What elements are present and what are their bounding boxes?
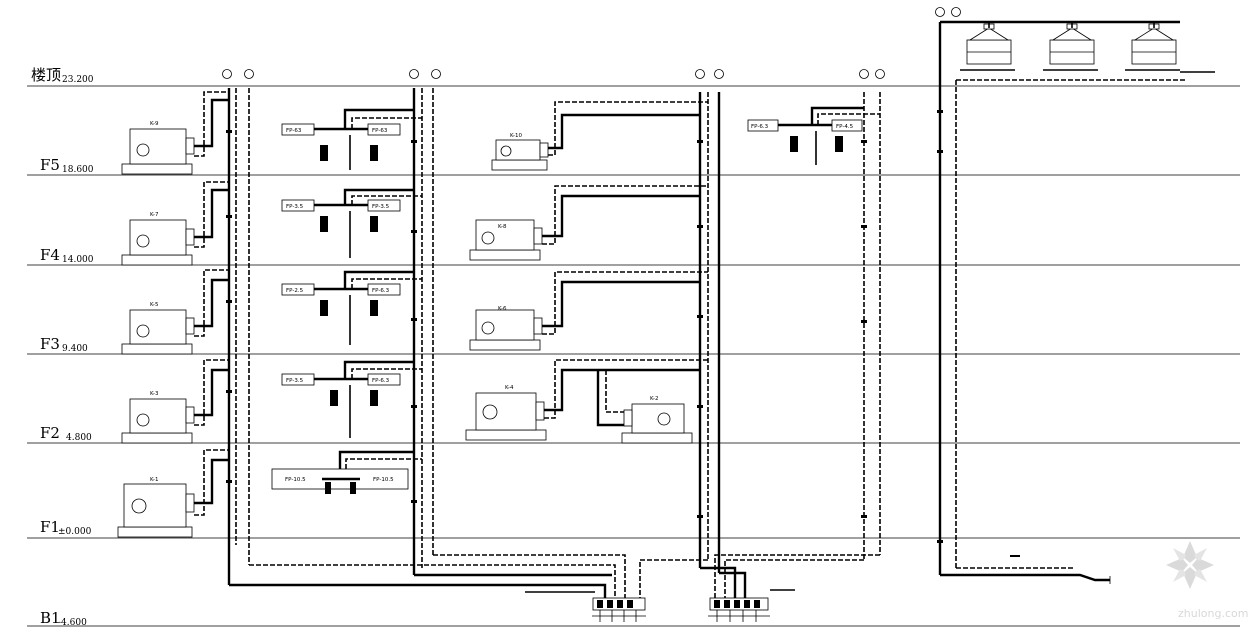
floor-label-f2: F2: [40, 424, 60, 442]
floor-label-f5: F5: [40, 156, 60, 174]
riser-symbol-icon: [409, 69, 441, 79]
floor-elevation-roof: 23.200: [62, 75, 94, 85]
ahu-label: K-6: [498, 306, 507, 312]
ahu-label: K-2: [650, 396, 659, 402]
fan-coil-label: FP-10.5: [285, 477, 306, 483]
fan-coil-pair: FP-63 FP-63: [281, 108, 422, 170]
ahu-label: K-8: [498, 224, 507, 230]
cooling-tower-2: [1043, 23, 1098, 71]
riser-valves: [226, 110, 1020, 557]
fan-coil-far-right: FP-6.3 FP-4.5: [747, 106, 880, 165]
floor-label-f1: F1: [40, 518, 60, 536]
floor-lines: [27, 85, 1240, 627]
fan-coil-pair: FP-3.5 FP-6.3: [281, 360, 422, 438]
ahu-unit: K-9: [121, 91, 229, 175]
zhulong-logo-icon: [1166, 541, 1214, 589]
fan-coil-label: FP-3.5: [372, 204, 390, 210]
ahu-column-3: K-10 K-8 K-6: [465, 101, 708, 441]
ahu-column-4: K-2: [596, 370, 693, 444]
fan-coil-label: FP-63: [372, 128, 388, 134]
cooling-tower-1: [960, 23, 1015, 71]
fan-coil-label: FP-6.3: [751, 124, 769, 130]
fan-coil-pair: FP-10.5 FP-10.5: [271, 450, 422, 494]
ahu-label: K-9: [150, 121, 159, 127]
fan-coil-label: FP-2.5: [286, 288, 304, 294]
floor-elevation-f4: 14.000: [62, 255, 94, 265]
riser-symbol-icon: [695, 69, 724, 79]
ahu-unit: K-8: [469, 185, 708, 261]
watermark: zhulong.com: [1166, 541, 1248, 620]
floor-label-f4: F4: [40, 246, 60, 264]
floor-label-roof: 楼顶: [31, 66, 61, 84]
floor-label-b1: B1: [40, 609, 61, 627]
fan-coil-label: FP-6.3: [372, 288, 390, 294]
ahu-unit: K-3: [121, 359, 229, 444]
fan-coil-label: FP-3.5: [286, 378, 304, 384]
ahu-unit: K-5: [121, 269, 229, 355]
riser-symbol-icon: [935, 7, 961, 17]
watermark-text: zhulong.com: [1178, 607, 1248, 620]
cooling-towers: [940, 20, 1215, 81]
floor-elevation-f1: ±0.000: [58, 527, 92, 537]
fan-coil-pair: FP-3.5 FP-3.5: [281, 188, 422, 258]
ahu-label: K-5: [150, 302, 159, 308]
ahu-unit: K-7: [121, 181, 229, 266]
riser-symbol-icon: [859, 69, 885, 79]
fan-coil-pair: FP-2.5 FP-6.3: [281, 270, 422, 345]
floor-elevation-f2: 4.800: [66, 433, 92, 443]
ahu-label: K-1: [150, 477, 159, 483]
manifold-right: [708, 597, 770, 622]
ahu-column-1: K-9 K-7 K-5: [117, 91, 229, 538]
floor-labels: 楼顶 23.200 F5 18.600 F4 14.000 F3 9.400 F…: [31, 66, 94, 628]
ahu-unit: K-1: [117, 449, 229, 538]
ahu-unit: K-4: [465, 359, 708, 441]
ahu-unit: K-6: [469, 271, 708, 351]
basement-headers: [229, 554, 1111, 600]
risers: [227, 22, 957, 585]
cooling-tower-3: [1125, 23, 1180, 71]
fan-coil-label: FP-6.3: [372, 378, 390, 384]
ahu-unit: K-10: [491, 101, 708, 171]
ahu-label: K-7: [150, 212, 159, 218]
fan-coil-label: FP-10.5: [373, 477, 394, 483]
riser-symbols: [222, 7, 961, 79]
floor-elevation-b1: -4.600: [58, 618, 87, 628]
manifold-left: [592, 597, 646, 622]
floor-label-f3: F3: [40, 335, 60, 353]
floor-elevation-f5: 18.600: [62, 165, 94, 175]
ahu-label: K-10: [510, 133, 523, 139]
riser-symbol-icon: [222, 69, 254, 79]
ahu-label: K-3: [150, 391, 159, 397]
fan-coil-column-2: FP-63 FP-63 FP-3.5 FP-3.5 FP-2.5: [271, 108, 422, 494]
fan-coil-label: FP-4.5: [836, 124, 854, 130]
fan-coil-label: FP-3.5: [286, 204, 304, 210]
ahu-label: K-4: [505, 385, 514, 391]
fan-coil-label: FP-63: [286, 128, 302, 134]
floor-elevation-f3: 9.400: [62, 344, 88, 354]
